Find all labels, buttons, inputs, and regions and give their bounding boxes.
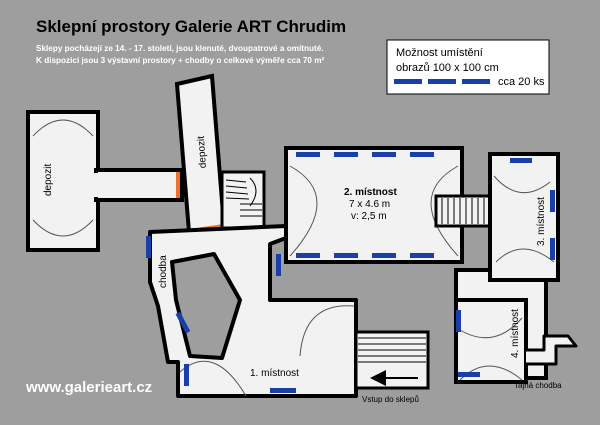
label-room-3: 3. místnost — [536, 197, 547, 246]
label-depozit-center: depozit — [196, 135, 209, 168]
label-room-2: 2. místnost — [344, 187, 397, 198]
legend-line-2: obrazů 100 x 100 cm — [396, 62, 499, 74]
secret-passage — [526, 334, 578, 366]
picture-slots — [146, 152, 555, 393]
website-link[interactable]: www.galerieart.cz — [25, 379, 152, 396]
legend-picture-slots — [394, 79, 490, 84]
label-room-2-height: v: 2,5 m — [351, 211, 387, 222]
staircase-entrance — [354, 330, 430, 390]
legend: Možnost umístění obrazů 100 x 100 cm cca… — [386, 39, 550, 95]
page-title: Sklepní prostory Galerie ART Chrudim — [36, 17, 346, 36]
staircase-right — [434, 194, 496, 228]
label-secret-passage: Tajná chodba — [514, 381, 562, 390]
door-depozit-left — [176, 172, 180, 198]
room-3 — [488, 152, 560, 282]
depozit-left-room — [26, 110, 184, 252]
label-depozit-left: depozit — [43, 164, 54, 196]
label-room-2-size: 7 x 4.6 m — [349, 199, 390, 210]
label-room-1: 1. místnost — [250, 368, 299, 379]
room-2 — [284, 146, 464, 264]
legend-line-1: Možnost umístění — [396, 47, 483, 59]
subtitle-line-1: Sklepy pocházejí ze 14. - 17. století, j… — [36, 44, 324, 53]
room-4 — [454, 298, 528, 384]
staircase-upper — [220, 170, 266, 230]
label-chodba: chodba — [158, 255, 169, 288]
label-room-4: 4. místnost — [510, 309, 521, 358]
subtitle-line-2: K dispozici jsou 3 výstavní prostory + c… — [36, 56, 325, 65]
label-entrance: Vstup do sklepů — [362, 395, 419, 404]
legend-count: cca 20 ks — [498, 76, 545, 88]
